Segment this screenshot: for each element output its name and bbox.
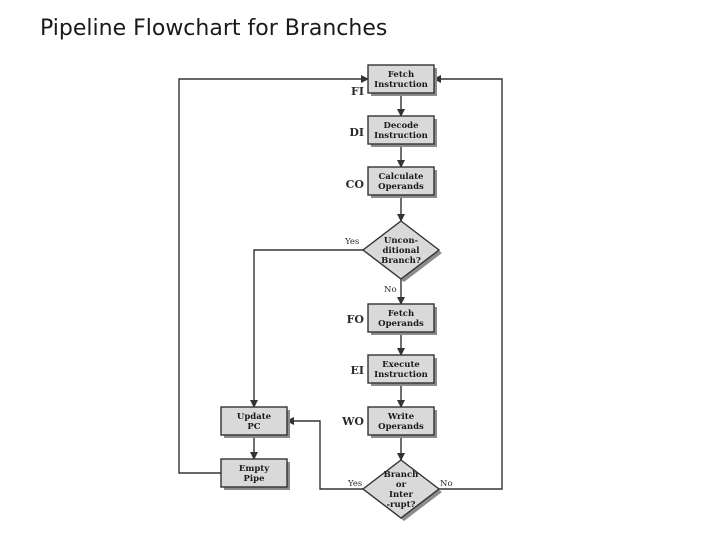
node-label-line: Instruction: [374, 80, 428, 90]
branch-label-uncond-no: No: [384, 285, 397, 295]
decision-diamond: [361, 459, 441, 519]
edge-interrupt-yes-update-pc: [286, 417, 363, 490]
node-label-line: Inter: [389, 490, 413, 500]
node-label-line: Instruction: [374, 370, 428, 380]
flow-edges: [178, 75, 503, 490]
node-label-line: Pipe: [244, 474, 266, 484]
decision-diamond: [361, 220, 441, 280]
node-label-line: Fetch: [388, 70, 414, 80]
node-label-line: Operands: [378, 422, 424, 432]
node-label-line: Update: [237, 412, 272, 422]
stage-label-wo: WO: [341, 415, 364, 428]
stage-label-ei: EI: [350, 364, 364, 377]
node-label-line: -rupt?: [386, 500, 415, 510]
edge-uncond-yes-update-pc: [250, 249, 363, 408]
stage-label-fi: FI: [351, 85, 364, 98]
page-title: Pipeline Flowchart for Branches: [40, 16, 388, 41]
node-box: [220, 458, 288, 488]
node-label-line: Branch: [384, 470, 419, 480]
node-label-line: Fetch: [388, 309, 414, 319]
stage-label-fo: FO: [347, 313, 365, 326]
node-box: [367, 406, 435, 436]
stage-label-di: DI: [349, 126, 364, 139]
branch-label-interrupt-yes: Yes: [347, 479, 362, 489]
edge-empty-pipe-fetch: [178, 75, 369, 474]
node-box: [367, 64, 435, 94]
edge-interrupt-no-fetch: [433, 75, 503, 490]
branch-label-interrupt-no: No: [440, 479, 453, 489]
node-label-line: Empty: [239, 464, 270, 474]
stage-labels: FI DI CO FO EI WO: [341, 85, 364, 428]
node-box: [367, 166, 435, 196]
node-label-line: Instruction: [374, 131, 428, 141]
node-label-line: Execute: [382, 360, 420, 370]
node-label-line: ditional: [383, 246, 421, 256]
node-box: [367, 354, 435, 384]
node-label-line: Write: [387, 412, 415, 422]
node-box: [220, 406, 288, 436]
stage-label-co: CO: [346, 178, 365, 191]
node-label-line: Uncon-: [384, 236, 419, 246]
node-label-line: Decode: [384, 121, 420, 131]
branch-label-uncond-yes: Yes: [344, 237, 359, 247]
flow-nodes: FetchInstructionDecodeInstructionCalcula…: [220, 64, 442, 521]
node-box: [367, 303, 435, 333]
node-label-line: Operands: [378, 182, 424, 192]
node-label-line: or: [396, 480, 407, 490]
node-label-line: Calculate: [379, 172, 425, 182]
node-label-line: PC: [247, 422, 260, 432]
node-label-line: Operands: [378, 319, 424, 329]
node-box: [367, 115, 435, 145]
node-label-line: Branch?: [381, 256, 421, 266]
